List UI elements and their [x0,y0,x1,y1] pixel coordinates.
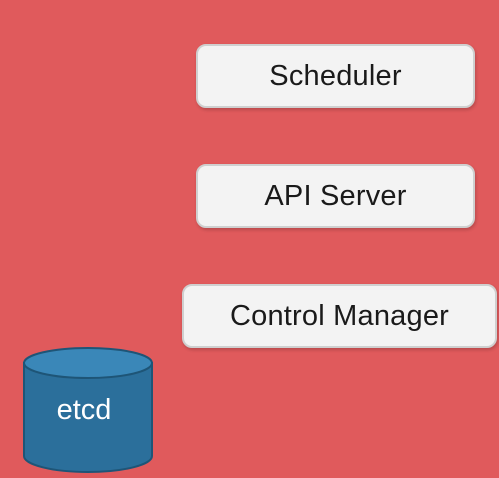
control-manager-box: Control Manager [182,284,497,348]
etcd-database-icon [20,346,162,478]
control-manager-label: Control Manager [230,299,449,332]
api-server-label: API Server [264,179,407,212]
scheduler-label: Scheduler [269,59,402,92]
etcd-label: etcd [56,394,112,426]
api-server-box: API Server [196,164,475,228]
cylinder-shape [23,347,153,473]
scheduler-box: Scheduler [196,44,475,108]
